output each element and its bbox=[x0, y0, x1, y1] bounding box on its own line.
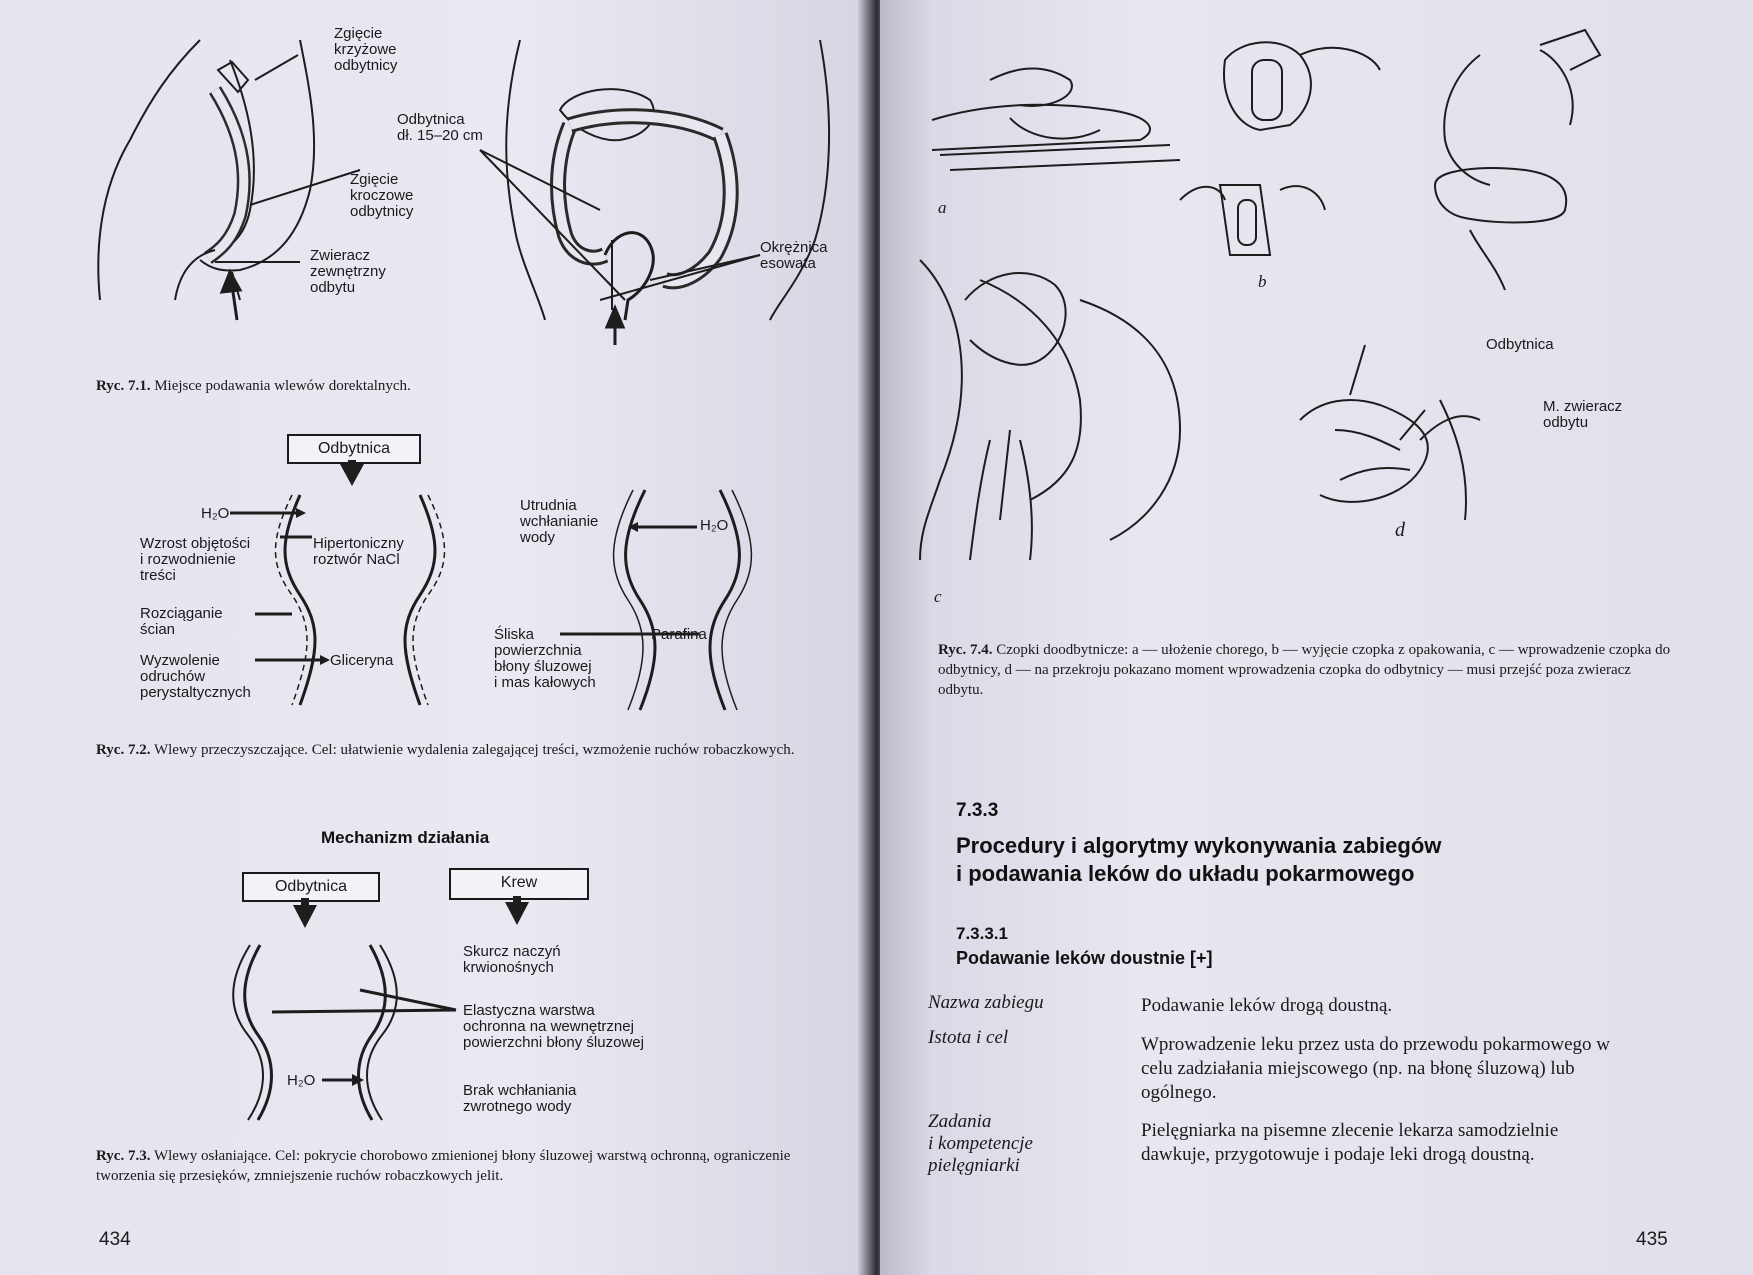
page-number-left: 434 bbox=[99, 1229, 131, 1250]
right-page: a b c d Odbytnica M. zwieracz odbytu Ryc… bbox=[880, 0, 1753, 1275]
figure-7-4-illustration bbox=[919, 28, 1602, 561]
figure-7-2-caption: Ryc. 7.2. Wlewy przeczyszczające. Cel: u… bbox=[96, 742, 795, 758]
label-zgiecie-kroczowe: Zgięcie kroczowe odbytnicy bbox=[350, 171, 414, 220]
def-nazwa-zabiegu: Podawanie leków drogą doustną. bbox=[1141, 995, 1393, 1016]
label-h2o-fig3: H₂O bbox=[287, 1072, 316, 1089]
panel-a-label: a bbox=[938, 198, 947, 217]
figure-7-4-caption: Ryc. 7.4. Czopki doodbytnicze: a — ułoże… bbox=[938, 642, 1671, 698]
label-brak-wchlaniania: Brak wchłaniania zwrotnego wody bbox=[463, 1082, 577, 1115]
label-sliska: Śliska powierzchnia błony śluzowej i mas… bbox=[494, 626, 596, 691]
def-zadania: Pielęgniarka na pisemne zlecenie lekarza… bbox=[1141, 1120, 1559, 1165]
label-zgiecie-krzyzowe: Zgięcie krzyżowe odbytnicy bbox=[334, 25, 398, 74]
label-skurcz: Skurcz naczyń krwionośnych bbox=[463, 943, 561, 976]
label-parafina: Parafina bbox=[651, 626, 707, 643]
fig3-box-krew: Krew bbox=[449, 868, 589, 900]
term-nazwa-zabiegu: Nazwa zabiegu bbox=[928, 992, 1044, 1013]
def-istota-i-cel: Wprowadzenie leku przez usta do przewodu… bbox=[1141, 1034, 1611, 1103]
label-odbytnica-dlugosc: Odbytnica dł. 15–20 cm bbox=[397, 111, 483, 144]
label-h2o-left: H₂O bbox=[201, 505, 230, 522]
page-number-right: 435 bbox=[1636, 1229, 1668, 1250]
subsection-title: Podawanie leków doustnie [+] bbox=[956, 948, 1213, 968]
label-zwieracz: Zwieracz zewnętrzny odbytu bbox=[310, 247, 386, 296]
label-odbytnica-fig4: Odbytnica bbox=[1486, 336, 1554, 353]
term-istota-i-cel: Istota i cel bbox=[928, 1027, 1009, 1048]
label-hipertoniczny: Hipertoniczny roztwór NaCl bbox=[313, 535, 404, 568]
term-zadania: Zadania i kompetencje pielęgniarki bbox=[928, 1111, 1033, 1176]
left-page: Zgięcie krzyżowe odbytnicy Odbytnica dł.… bbox=[0, 0, 870, 1275]
subsection-number: 7.3.3.1 bbox=[956, 924, 1008, 943]
label-zwieracz-fig4: M. zwieracz odbytu bbox=[1543, 398, 1623, 431]
label-h2o-right: H₂O bbox=[700, 517, 729, 534]
label-wzrost-objetosci: Wzrost objętości i rozwodnienie treści bbox=[140, 535, 251, 584]
label-utrudnia: Utrudnia wchłanianie wody bbox=[520, 497, 599, 546]
label-rozciaganie: Rozciąganie ścian bbox=[140, 605, 223, 638]
panel-b-label: b bbox=[1258, 272, 1267, 291]
fig3-box-odbytnica: Odbytnica bbox=[242, 872, 380, 902]
section-title: Procedury i algorytmy wykonywania zabieg… bbox=[956, 833, 1442, 886]
panel-d-label: d bbox=[1395, 519, 1405, 541]
panel-c-label: c bbox=[934, 587, 942, 606]
section-number: 7.3.3 bbox=[956, 800, 999, 821]
figure-7-1-illustration bbox=[97, 39, 831, 345]
label-okreznica: Okrężnica esowata bbox=[760, 239, 828, 272]
figure-7-3-illustration bbox=[232, 896, 529, 1121]
label-gliceryna: Gliceryna bbox=[330, 652, 394, 669]
fig3-title: Mechanizm działania bbox=[321, 828, 490, 847]
label-wyzwolenie: Wyzwolenie odruchów perystaltycznych bbox=[140, 652, 251, 701]
figure-7-2-illustration bbox=[230, 460, 753, 711]
label-elastyczna: Elastyczna warstwa ochronna na wewnętrzn… bbox=[463, 1002, 644, 1051]
figure-7-1-caption: Ryc. 7.1. Miejsce podawania wlewów dorek… bbox=[96, 378, 411, 394]
figure-7-3-caption: Ryc. 7.3. Wlewy osłaniające. Cel: pokryc… bbox=[96, 1148, 791, 1184]
